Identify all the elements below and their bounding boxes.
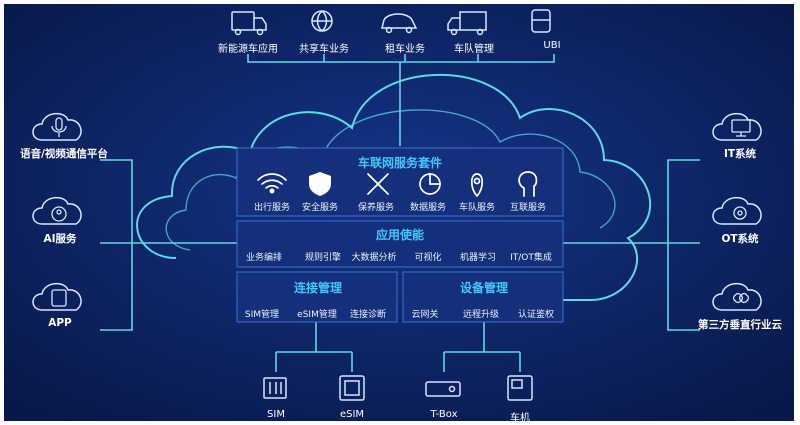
device-mgmt-title: 设备管理: [459, 281, 509, 295]
tools-glyph: [367, 173, 389, 195]
left-cloud-1: [32, 112, 82, 141]
left-connector: [100, 159, 238, 331]
bottom-connector: [275, 322, 521, 372]
right-connector: [562, 159, 700, 331]
service-item-label: 数据服务: [409, 203, 447, 213]
top-app-label: 租车业务: [385, 44, 425, 55]
bottom-device-label: SIM: [267, 409, 285, 420]
ev-truck-shape: [231, 11, 255, 31]
service-item-label: 出行服务: [253, 203, 291, 213]
connection-mgmt-item: 连接诊断: [349, 310, 387, 320]
top-app-label: 车队管理: [454, 44, 494, 55]
app-enablement-panel: [236, 220, 564, 268]
right-system-label: IT系统: [723, 148, 757, 160]
connection-mgmt-item: eSIM管理: [297, 310, 337, 320]
wifi-glyph: [257, 173, 287, 189]
cloud-inner-outline: [165, 109, 616, 251]
app-enablement-item: 规则引擎: [304, 253, 342, 263]
connection-mgmt-panel: [236, 271, 398, 323]
top-app-label: 新能源车应用: [218, 44, 278, 55]
right-system-label: 第三方垂直行业云: [698, 319, 782, 331]
left-platform-label: AI服务: [43, 233, 77, 245]
sim-shape: [263, 377, 287, 399]
device-mgmt-item: 认证鉴权: [517, 310, 555, 320]
car-unit-shape: [507, 375, 533, 401]
right-cloud-2: [712, 196, 762, 225]
app-enablement-item: 大数据分析: [351, 253, 397, 263]
left-platform-label: 语音/视频通信平台: [20, 148, 108, 160]
app-enablement-item: 机器学习: [459, 253, 497, 263]
tbox-shape: [425, 381, 461, 397]
right-cloud-3: [712, 282, 762, 311]
service-item-label: 互联服务: [509, 203, 547, 213]
device-mgmt-item: 云网关: [411, 310, 439, 320]
connection-mgmt-item: SIM管理: [244, 310, 280, 320]
bottom-device-label: T-Box: [430, 409, 458, 420]
bottom-device-label: eSIM: [339, 409, 365, 420]
app-enablement-title: 应用使能: [375, 228, 425, 242]
service-item-label: 安全服务: [301, 203, 339, 213]
pin-glyph: [470, 173, 484, 198]
truck-shape: [459, 11, 487, 31]
service-item-label: 车队服务: [458, 203, 496, 213]
right-system-label: OT系统: [721, 233, 759, 245]
service-suite-panel: [236, 147, 564, 217]
cloud-outline: [136, 73, 652, 301]
top-app-label: UBI: [543, 40, 561, 51]
right-cloud-1: [712, 112, 762, 141]
device-mgmt-panel: [402, 271, 564, 323]
app-enablement-item: 业务编排: [245, 253, 283, 263]
left-cloud-2: [32, 196, 82, 225]
bus-shape: [531, 9, 551, 33]
service-item-label: 保养服务: [357, 203, 395, 213]
app-enablement-item: 可视化: [414, 253, 442, 263]
left-platform-label: APP: [48, 317, 72, 329]
head-glyph: [518, 171, 538, 197]
car-shape: [381, 13, 418, 29]
top-app-label: 共享车业务: [299, 44, 349, 55]
left-cloud-3: [32, 282, 82, 311]
shield-glyph: [309, 172, 331, 196]
bottom-device-label: 车机: [510, 413, 530, 424]
top-connector: [247, 54, 555, 146]
app-enablement-item: IT/OT集成: [510, 253, 552, 263]
device-mgmt-item: 远程升级: [462, 310, 500, 320]
service-suite-title: 车联网服务套件: [357, 156, 443, 170]
connection-mgmt-title: 连接管理: [293, 281, 343, 295]
esim-shape: [339, 375, 365, 401]
